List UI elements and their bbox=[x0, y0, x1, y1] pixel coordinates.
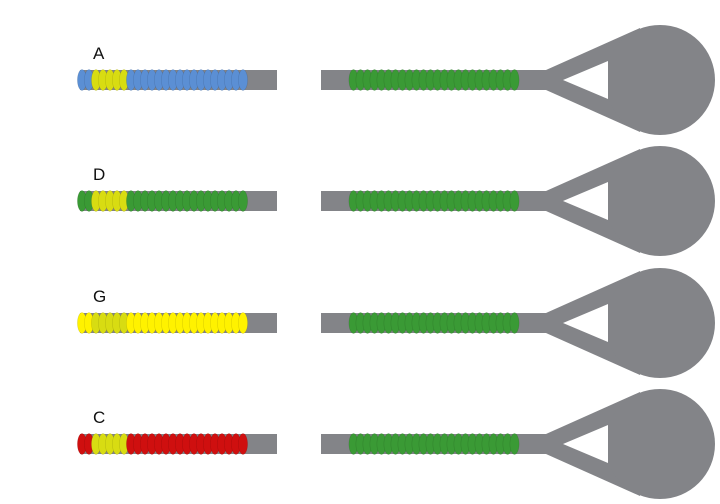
right-bead-green bbox=[509, 190, 520, 212]
loop-end bbox=[605, 389, 715, 499]
row-a: A bbox=[77, 25, 715, 135]
row-label: G bbox=[93, 287, 106, 306]
left-bead-green bbox=[238, 190, 248, 212]
loop-opening bbox=[563, 61, 608, 99]
loop-opening bbox=[563, 425, 608, 463]
row-label: D bbox=[93, 165, 105, 184]
row-label: C bbox=[93, 408, 105, 427]
loop-opening bbox=[563, 182, 608, 220]
loop-end bbox=[605, 268, 715, 378]
left-bead-blue bbox=[238, 69, 248, 91]
right-bead-green bbox=[509, 69, 520, 91]
loop-opening bbox=[563, 304, 608, 342]
left-bead-red bbox=[238, 433, 248, 455]
row-c: C bbox=[77, 389, 715, 499]
loop-end bbox=[605, 146, 715, 256]
right-bead-green bbox=[509, 433, 520, 455]
left-bead-yellow bbox=[238, 312, 248, 334]
row-g: G bbox=[77, 268, 715, 378]
row-d: D bbox=[77, 146, 715, 256]
row-label: A bbox=[93, 44, 105, 63]
right-bead-green bbox=[509, 312, 520, 334]
loop-end bbox=[605, 25, 715, 135]
